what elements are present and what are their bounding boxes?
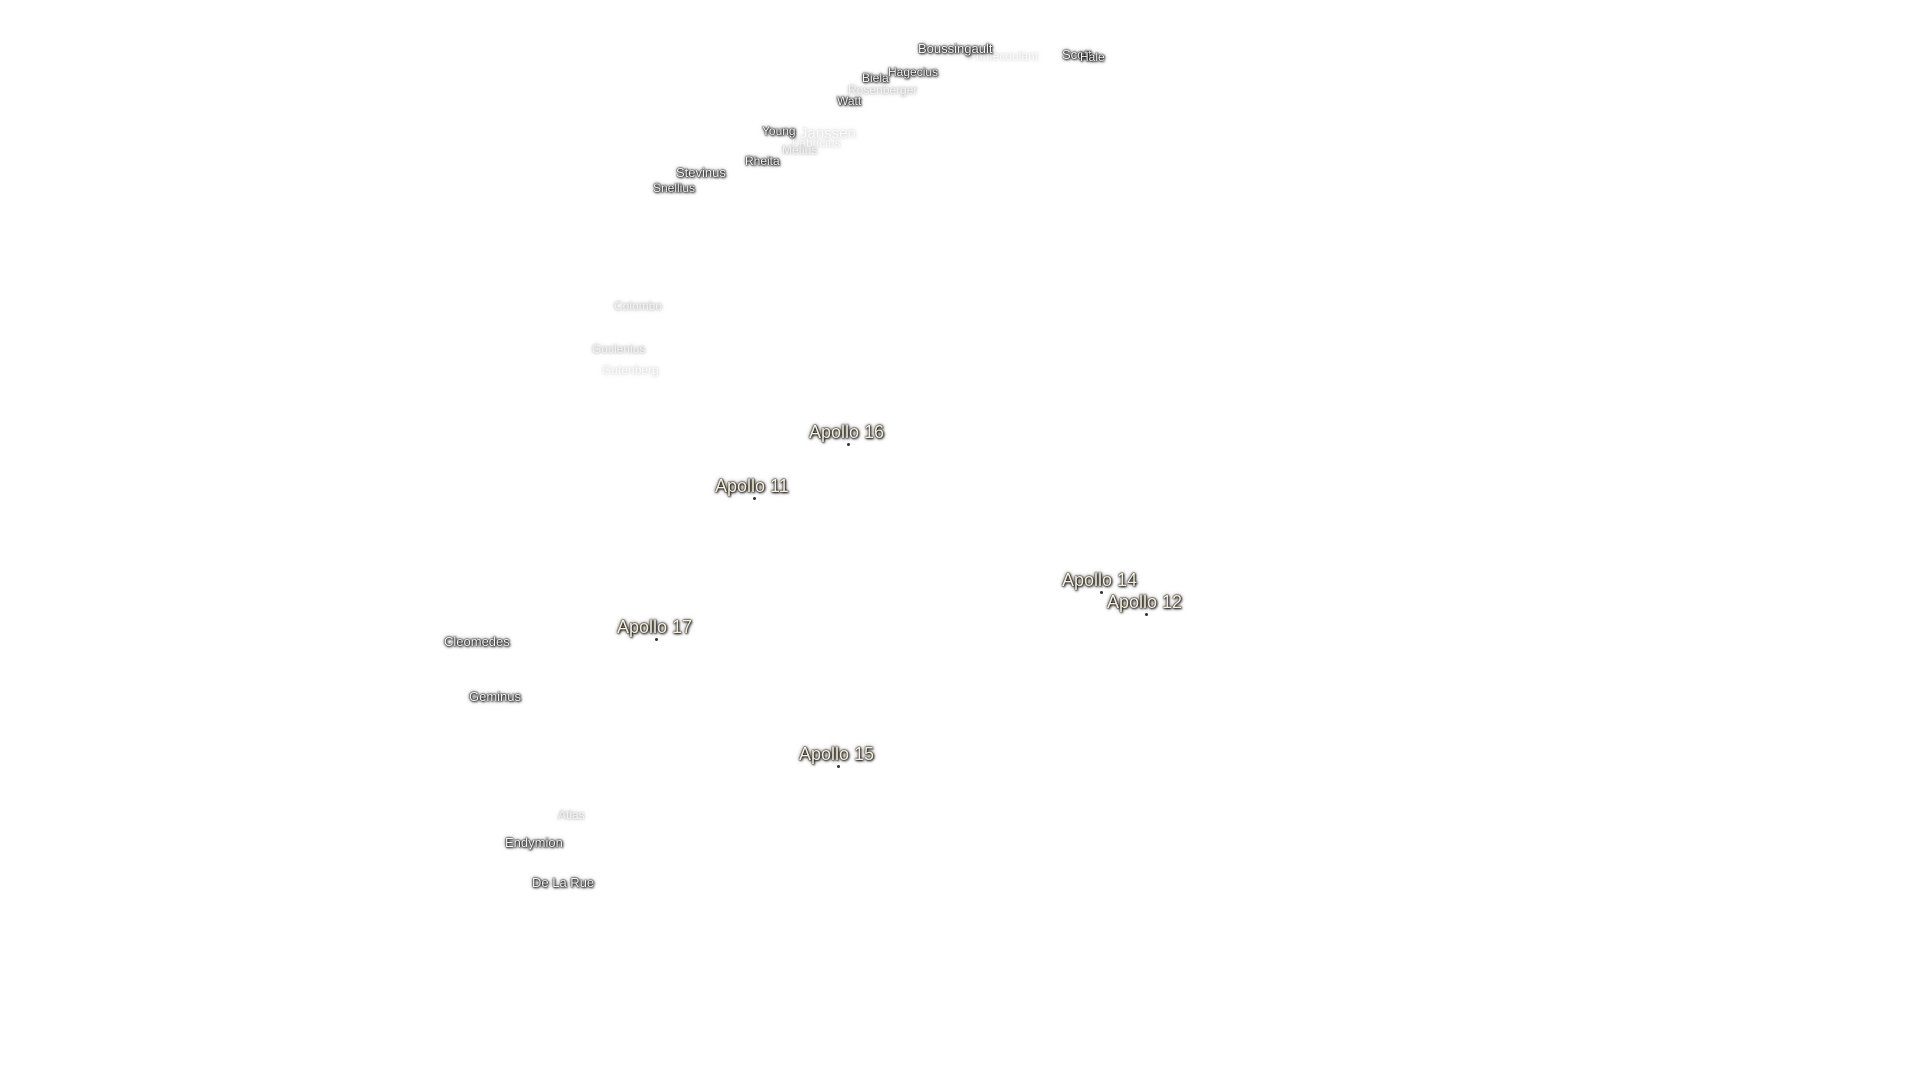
crater-label-hale[interactable]: Hale	[1080, 50, 1105, 64]
crater-label-boussingault[interactable]: Boussingault	[918, 41, 993, 56]
crater-label-metius[interactable]: Metius	[782, 143, 818, 157]
apollo-14-label[interactable]: Apollo 14	[1062, 570, 1138, 590]
crater-label-cleomedes[interactable]: Cleomedes	[444, 634, 510, 649]
crater-label-rosenberger[interactable]: Rosenberger	[848, 83, 918, 97]
crater-label-scott[interactable]: Scott	[1062, 47, 1092, 62]
crater-label-atlas[interactable]: Atlas	[558, 808, 585, 822]
apollo-15-label[interactable]: Apollo 15	[799, 744, 875, 764]
crater-label-geminus[interactable]: Geminus	[469, 689, 522, 704]
apollo-16-site-marker[interactable]	[847, 443, 850, 446]
apollo-16-label[interactable]: Apollo 16	[809, 422, 885, 442]
apollo-15-site-marker[interactable]	[837, 765, 840, 768]
crater-label-goclenius[interactable]: Goclenius	[592, 342, 646, 356]
crater-label-young[interactable]: Young	[762, 124, 796, 138]
apollo-12-site-marker[interactable]	[1145, 613, 1148, 616]
apollo-17-label[interactable]: Apollo 17	[617, 617, 693, 637]
crater-label-snellius[interactable]: Snellius	[653, 181, 696, 195]
crater-label-colombo[interactable]: Colombo	[614, 299, 663, 313]
crater-label-gutenberg[interactable]: Gutenberg	[602, 363, 659, 377]
apollo-17-site-marker[interactable]	[655, 638, 658, 641]
crater-label-watt[interactable]: Watt	[837, 94, 862, 108]
crater-label-endymion[interactable]: Endymion	[505, 835, 563, 850]
crater-label-de-la-rue[interactable]: De La Rue	[532, 875, 595, 890]
crater-label-faint-1: Pontécoulant	[968, 49, 1039, 63]
crater-label-biela[interactable]: Biela	[862, 71, 889, 85]
crater-label-hagecius[interactable]: Hagecius	[888, 65, 939, 79]
crater-label-faint-3: Fabricius	[792, 136, 841, 150]
apollo-12-label[interactable]: Apollo 12	[1107, 592, 1183, 612]
apollo-14-site-marker[interactable]	[1100, 591, 1103, 594]
apollo-11-label[interactable]: Apollo 11	[715, 476, 789, 496]
crater-label-rheita[interactable]: Rheita	[745, 154, 780, 168]
apollo-11-site-marker[interactable]	[753, 497, 756, 500]
crater-label-faint-2: Janssen	[800, 125, 856, 142]
crater-label-stevinus[interactable]: Stevinus	[676, 165, 726, 180]
